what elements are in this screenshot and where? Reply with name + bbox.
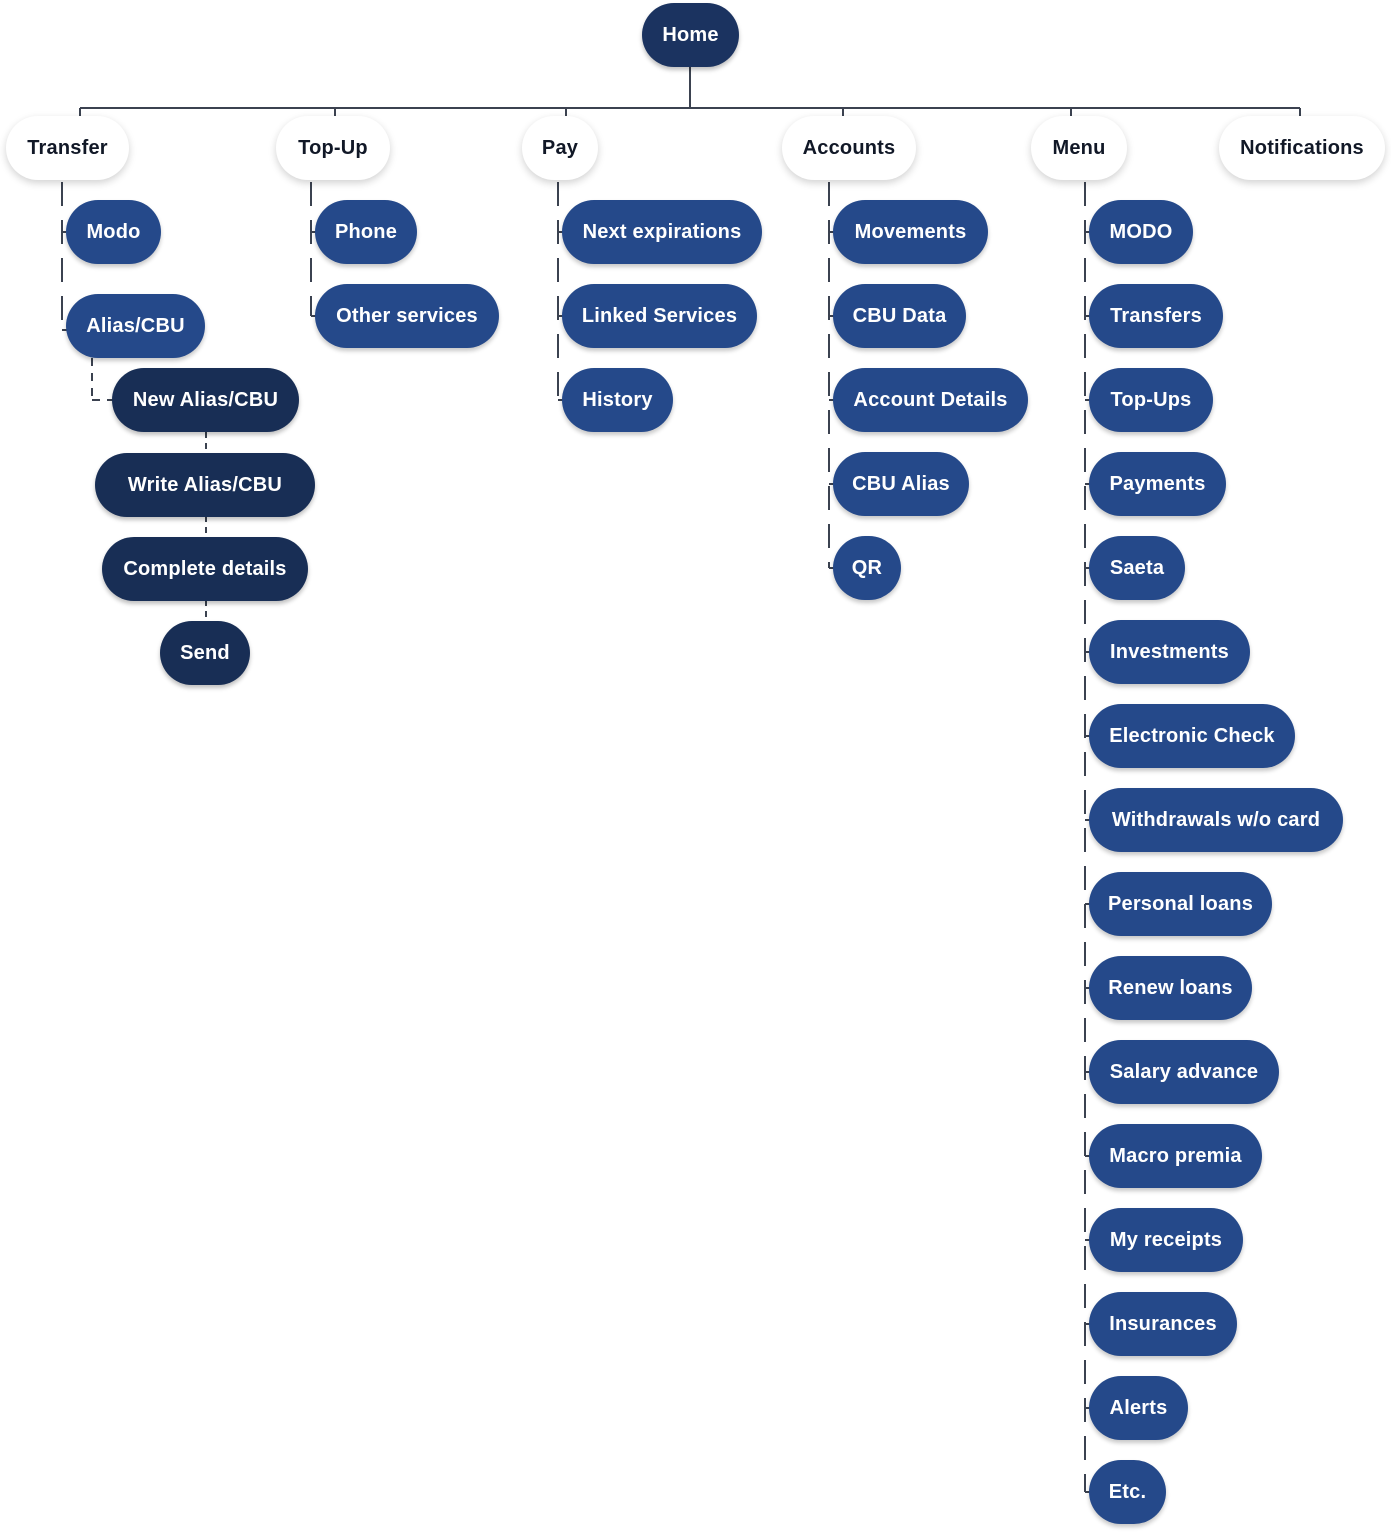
node-movements[interactable]: Movements [833, 200, 988, 264]
node-account-details[interactable]: Account Details [833, 368, 1028, 432]
menu-item-withdrawals[interactable]: Withdrawals w/o card [1089, 788, 1343, 852]
node-modo[interactable]: Modo [66, 200, 161, 264]
home-node[interactable]: Home [642, 3, 739, 67]
tab-notifications[interactable]: Notifications [1219, 116, 1385, 180]
node-history[interactable]: History [562, 368, 673, 432]
node-next-expirations[interactable]: Next expirations [562, 200, 762, 264]
menu-item-investments[interactable]: Investments [1089, 620, 1250, 684]
menu-item-renew-loans[interactable]: Renew loans [1089, 956, 1252, 1020]
flow-step-complete-details[interactable]: Complete details [102, 537, 308, 601]
node-qr[interactable]: QR [833, 536, 901, 600]
tab-pay[interactable]: Pay [522, 116, 598, 180]
flow-step-send[interactable]: Send [160, 621, 250, 685]
menu-item-top-ups[interactable]: Top-Ups [1089, 368, 1213, 432]
menu-item-electronic-check[interactable]: Electronic Check [1089, 704, 1295, 768]
flow-step-new-alias[interactable]: New Alias/CBU [112, 368, 299, 432]
menu-item-etc[interactable]: Etc. [1089, 1460, 1166, 1524]
menu-item-saeta[interactable]: Saeta [1089, 536, 1185, 600]
menu-item-salary-advance[interactable]: Salary advance [1089, 1040, 1279, 1104]
node-alias-cbu[interactable]: Alias/CBU [66, 294, 205, 358]
menu-item-insurances[interactable]: Insurances [1089, 1292, 1237, 1356]
node-cbu-data[interactable]: CBU Data [833, 284, 966, 348]
tab-transfer[interactable]: Transfer [6, 116, 129, 180]
tab-accounts[interactable]: Accounts [782, 116, 916, 180]
node-phone[interactable]: Phone [315, 200, 417, 264]
menu-item-modo[interactable]: MODO [1089, 200, 1193, 264]
node-cbu-alias[interactable]: CBU Alias [833, 452, 969, 516]
node-linked-services[interactable]: Linked Services [562, 284, 757, 348]
menu-item-alerts[interactable]: Alerts [1089, 1376, 1188, 1440]
menu-item-transfers[interactable]: Transfers [1089, 284, 1223, 348]
node-other-services[interactable]: Other services [315, 284, 499, 348]
menu-item-personal-loans[interactable]: Personal loans [1089, 872, 1272, 936]
flow-step-write-alias[interactable]: Write Alias/CBU [95, 453, 315, 517]
tab-menu[interactable]: Menu [1031, 116, 1127, 180]
menu-item-macro-premia[interactable]: Macro premia [1089, 1124, 1262, 1188]
menu-item-my-receipts[interactable]: My receipts [1089, 1208, 1243, 1272]
tab-topup[interactable]: Top-Up [276, 116, 390, 180]
menu-item-payments[interactable]: Payments [1089, 452, 1226, 516]
